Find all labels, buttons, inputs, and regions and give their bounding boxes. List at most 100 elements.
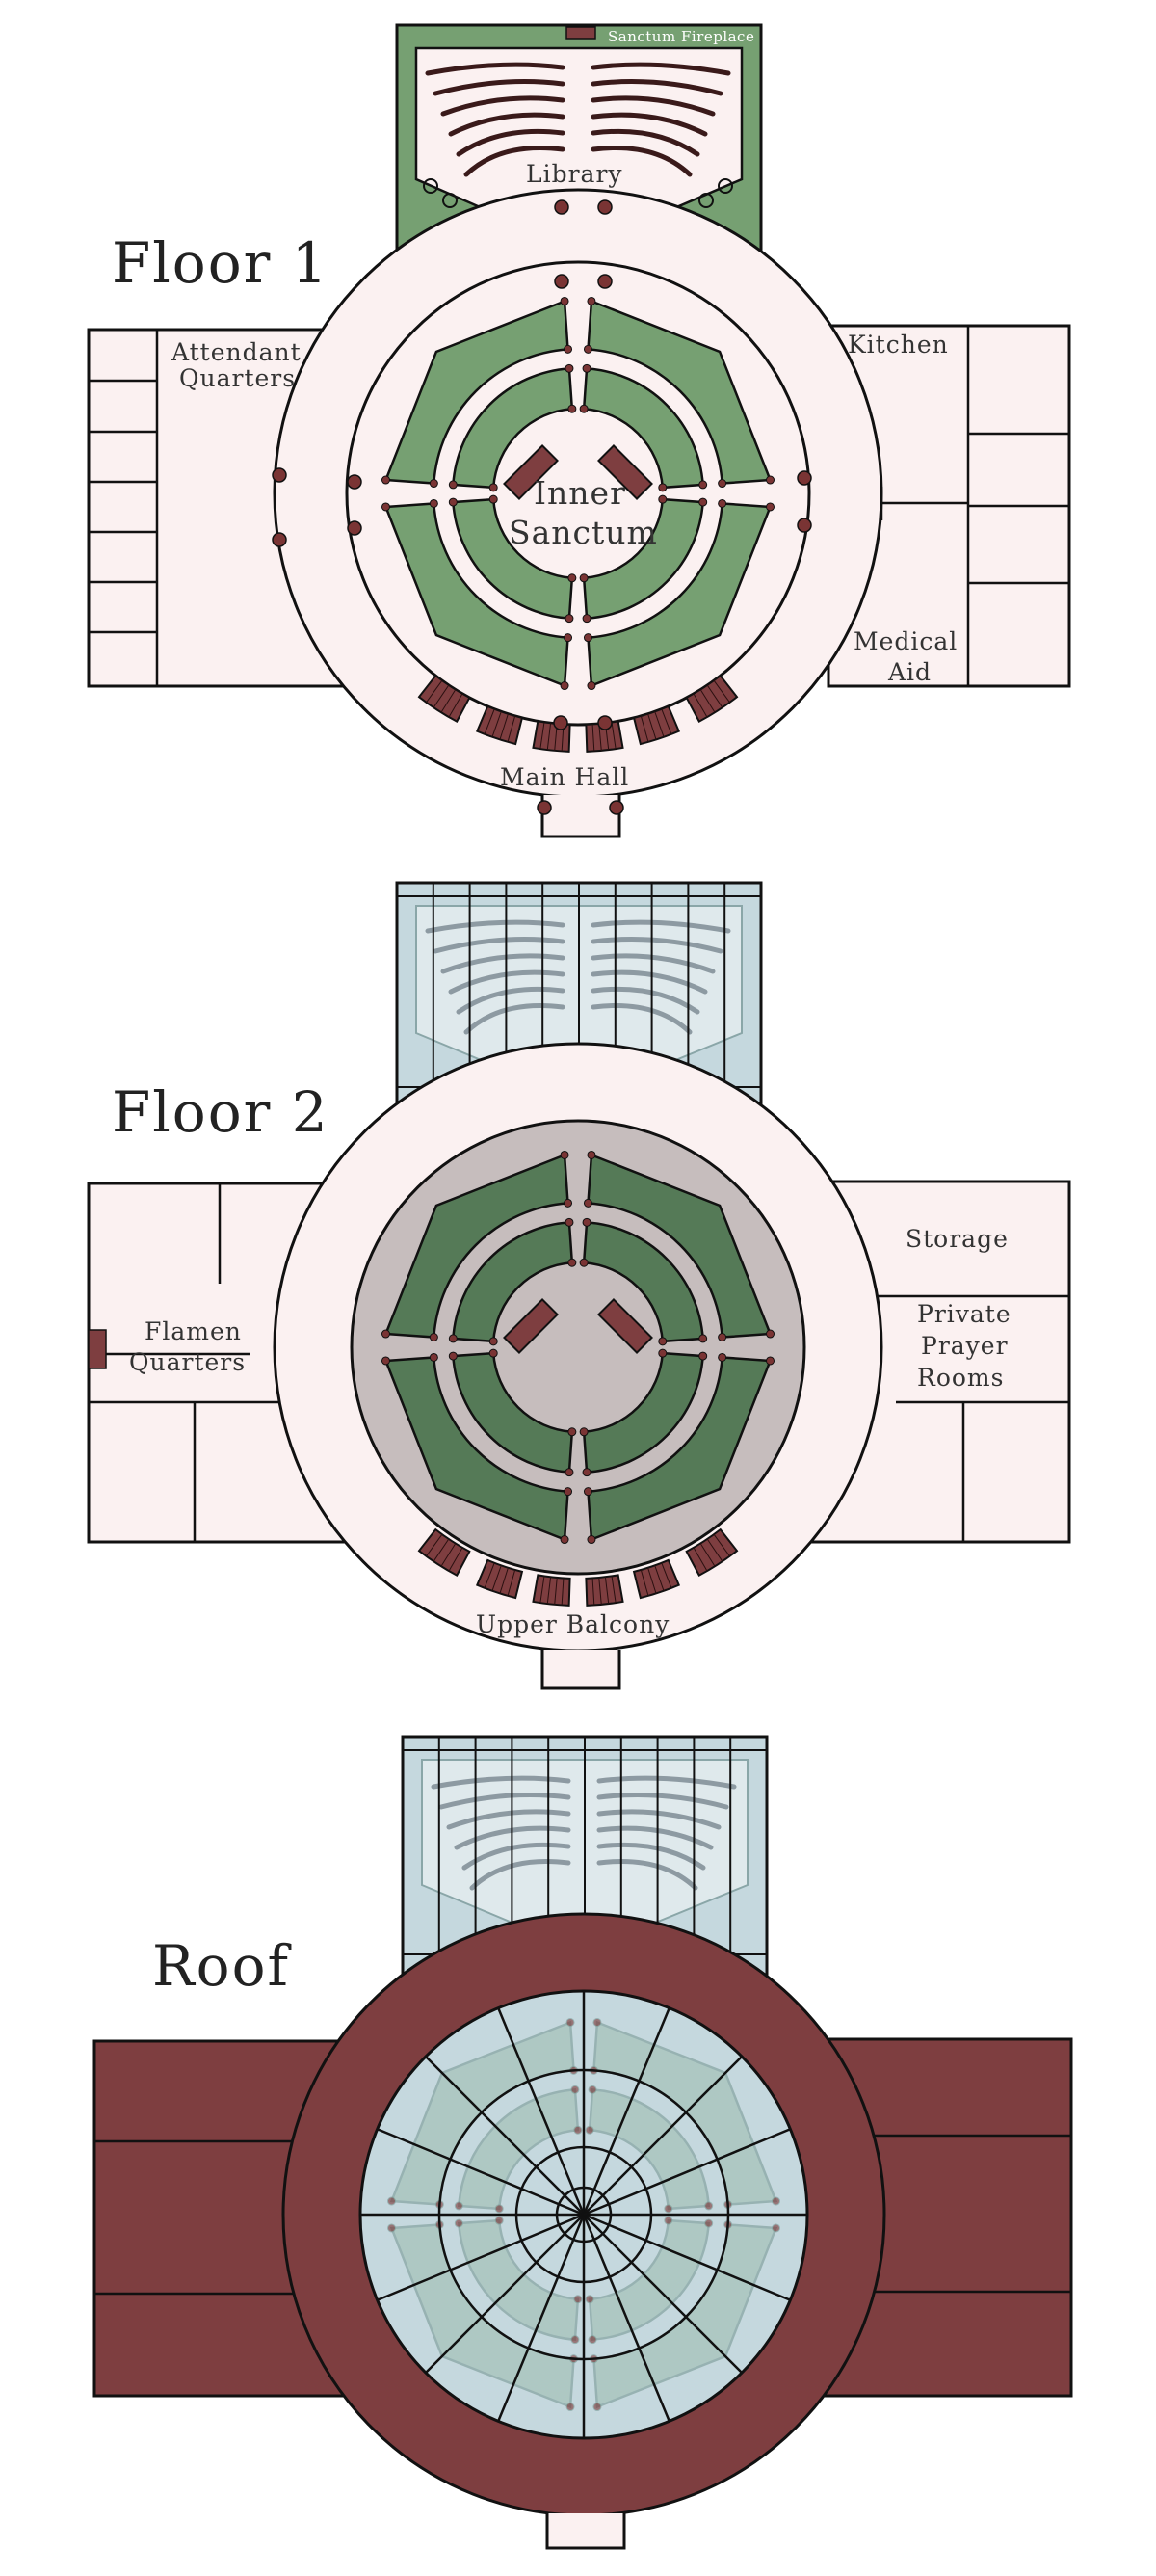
pew-post [560,681,569,691]
dome-rib [583,2213,791,2301]
pew-post [448,480,458,490]
inner-sanctum-label-1: Inner [534,474,626,512]
pew-post [658,494,668,504]
stair-flight [532,1574,571,1607]
stair-step [539,722,545,750]
dome-rib [377,2128,585,2217]
stair-step [507,715,516,743]
door-posts [272,199,812,815]
stair-step [440,689,457,713]
pew-post [488,1348,498,1358]
upper-balcony-label: Upper Balcony [476,1610,670,1638]
attendant-quarters-label-1: Attendant [171,338,302,366]
library-pews-below [425,919,731,1035]
library-pew [448,112,565,137]
library-pew [591,112,708,137]
pew-post [585,2125,594,2135]
pew-post [488,494,498,504]
pew-post [664,2204,673,2214]
library-pew [431,1775,571,1790]
door-post [554,274,569,289]
private-prayer-label-1: Private [917,1300,1012,1328]
library-pew [440,953,565,974]
dome-frame [360,1991,807,2438]
pew-post [570,2335,580,2345]
pew-post [718,1333,727,1342]
pew-post [567,573,577,583]
pew-post [582,1217,591,1227]
pew-post [565,614,574,624]
pew-post [429,498,438,508]
pew-post [766,502,775,512]
stair-flight [475,704,524,746]
stair-flight [417,1527,471,1577]
stair-flight [685,1527,739,1577]
pew-post [658,1348,668,1358]
stair-step [539,1576,545,1604]
library-pew [463,145,565,177]
pew-post [381,502,390,512]
private-prayer-label-3: Rooms [917,1364,1004,1392]
stair-step [598,1577,602,1605]
stair-step [433,1538,450,1562]
pew-post [564,1487,573,1497]
pew-post [664,2216,673,2225]
pew-post [592,2403,602,2412]
library-pew [438,1793,571,1810]
outer-pew-block [383,1153,569,1339]
pew-post [587,1535,596,1545]
stair-step [554,1577,558,1605]
stair-step [591,1578,595,1606]
pew-post [698,1351,708,1361]
roof-entrance [545,2513,626,2550]
stair-step [491,711,502,737]
pew-post [381,475,390,485]
pew-post [386,2223,396,2233]
stair-step [448,693,463,718]
dome-rib [497,2214,586,2422]
floor-2-plan: Floor 2 Storage Flamen Quarters Private … [87,881,1071,1690]
pew-post [573,2125,583,2135]
dome-rib [583,2056,743,2216]
altar-block [503,1298,559,1354]
pew-post [564,344,573,354]
stair-step [598,723,602,751]
stair-flight [632,704,681,746]
attendant-quarters-label-2: Quarters [179,364,296,392]
stair-step [713,679,730,704]
library-column [718,178,733,194]
roof-plan: Roof [92,1735,1073,2550]
library-pew [425,919,565,934]
outer-pew-block [587,1356,773,1542]
attendant-rooms [89,379,157,634]
flamen-quarters-label-1: Flamen [144,1317,242,1345]
flamen-quarters-label-2: Quarters [129,1348,246,1376]
pew-post [766,1329,775,1339]
main-hall-label: Main Hall [500,763,629,791]
floor-2-title: Floor 2 [112,1079,329,1145]
stair-step [546,723,552,751]
library-pew [596,1775,737,1790]
pew-post [582,614,591,624]
stair-step [491,1565,502,1591]
outer-pew-block [587,502,773,688]
stair-step [484,1562,495,1589]
sanctum-pews [381,296,775,691]
door-post [553,715,568,730]
pew-post [588,2085,597,2094]
library-label: Library [526,160,623,188]
pew-post [448,497,458,507]
medical-aid-label-1: Medical [854,627,958,655]
library-pew [591,1002,693,1035]
library-pew [591,919,731,934]
door-post [609,800,624,815]
stair-step [693,1547,708,1572]
door-post [797,518,812,533]
library-pews-far-below [431,1775,737,1891]
stair-step [499,713,509,740]
door-post [554,199,569,215]
pew-post [381,1329,390,1339]
pew-post [564,1198,573,1208]
dome-rib [583,2214,743,2374]
